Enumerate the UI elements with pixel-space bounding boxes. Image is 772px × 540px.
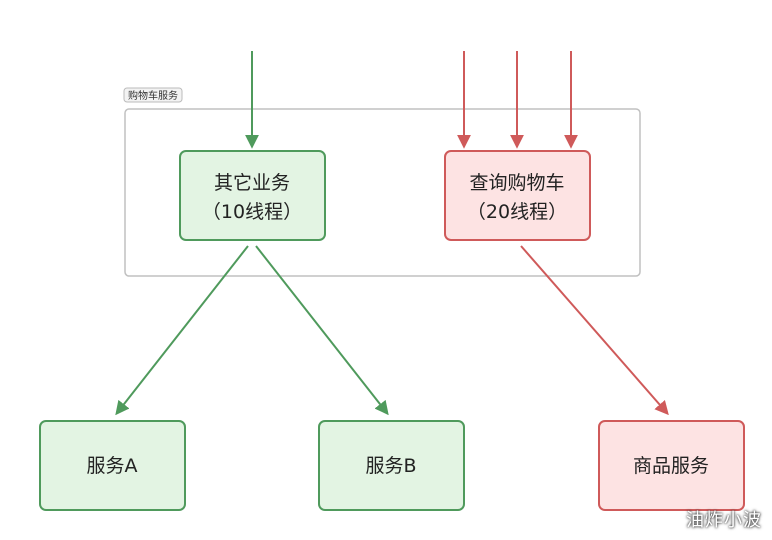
- arrow-other-business-to-service-b: [255, 245, 389, 416]
- node-other-business-line2: （10线程）: [202, 201, 302, 223]
- arrow-other-business-to-service-a: [115, 245, 249, 416]
- watermark: 油炸小波: [686, 510, 762, 531]
- node-query-cart-line1: 查询购物车: [469, 172, 564, 194]
- node-query-cart-line2: （20线程）: [467, 201, 567, 223]
- node-query-cart: [444, 150, 591, 241]
- node-service-a: [39, 420, 186, 511]
- node-other-business: [179, 150, 326, 241]
- node-product-service-label: 商品服务: [633, 455, 709, 477]
- node-service-a-label: 服务A: [87, 455, 138, 477]
- cart-service-group-label-bg: [123, 87, 183, 103]
- arrow-query-cart-to-product-service: [520, 245, 669, 416]
- node-other-business-line1: 其它业务: [214, 172, 290, 194]
- node-service-b: [318, 420, 465, 511]
- cart-service-group-label: 购物车服务: [128, 89, 178, 102]
- node-service-b-label: 服务B: [365, 455, 416, 477]
- cart-service-group: [124, 108, 641, 277]
- node-product-service: [598, 420, 745, 511]
